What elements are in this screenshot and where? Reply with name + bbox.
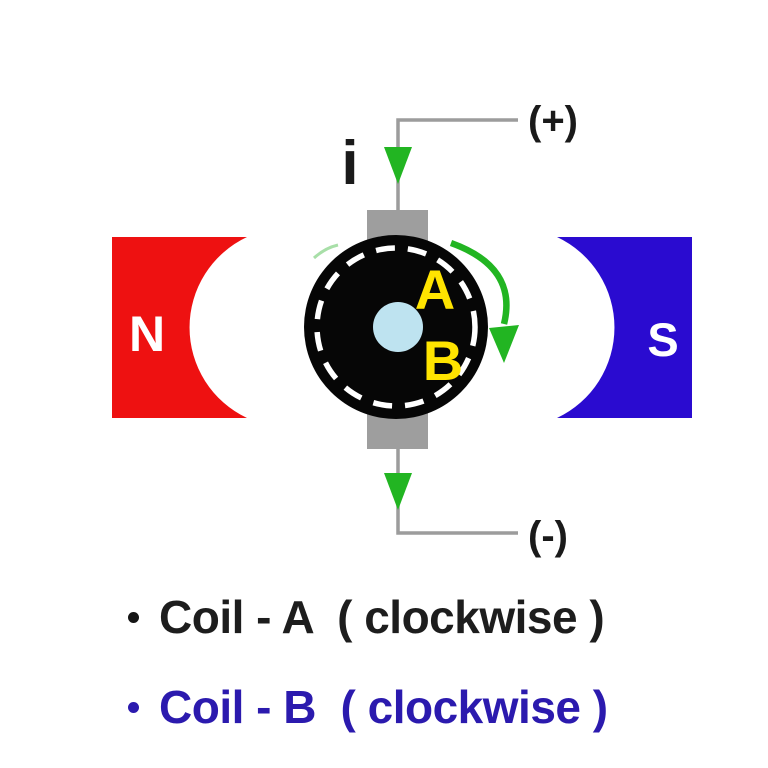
north-magnet [112, 237, 247, 418]
bullet-icon [128, 701, 139, 713]
current-arrow-bottom-icon [384, 473, 412, 510]
negative-terminal-label: (-) [528, 514, 568, 558]
north-magnet-label: N [129, 306, 165, 362]
legend-item-label: Coil - B ( clockwise ) [159, 681, 608, 733]
bullet-icon [128, 611, 139, 623]
legend-item-coil-b: Coil - B ( clockwise ) [128, 682, 608, 733]
rotor-shaft [373, 302, 423, 352]
rotation-arrow-tail-icon [312, 243, 339, 260]
south-magnet [557, 237, 692, 418]
positive-terminal-label: (+) [528, 99, 578, 143]
current-label: i [341, 129, 358, 198]
coil-b-label: B [423, 329, 463, 392]
south-magnet-label: S [647, 313, 678, 366]
coil-a-label: A [415, 258, 455, 321]
rotation-arrow-head-icon [489, 325, 519, 363]
legend-item-label: Coil - A ( clockwise ) [159, 591, 605, 643]
rotation-arrow-arc-icon [449, 239, 510, 325]
motor-diagram: N S A B (+) (-) i [112, 99, 692, 558]
positive-wire [396, 118, 518, 212]
negative-wire [396, 445, 518, 535]
current-arrow-top-icon [384, 147, 412, 184]
legend-item-coil-a: Coil - A ( clockwise ) [128, 591, 605, 643]
rotor-dashed-ring [314, 245, 478, 409]
